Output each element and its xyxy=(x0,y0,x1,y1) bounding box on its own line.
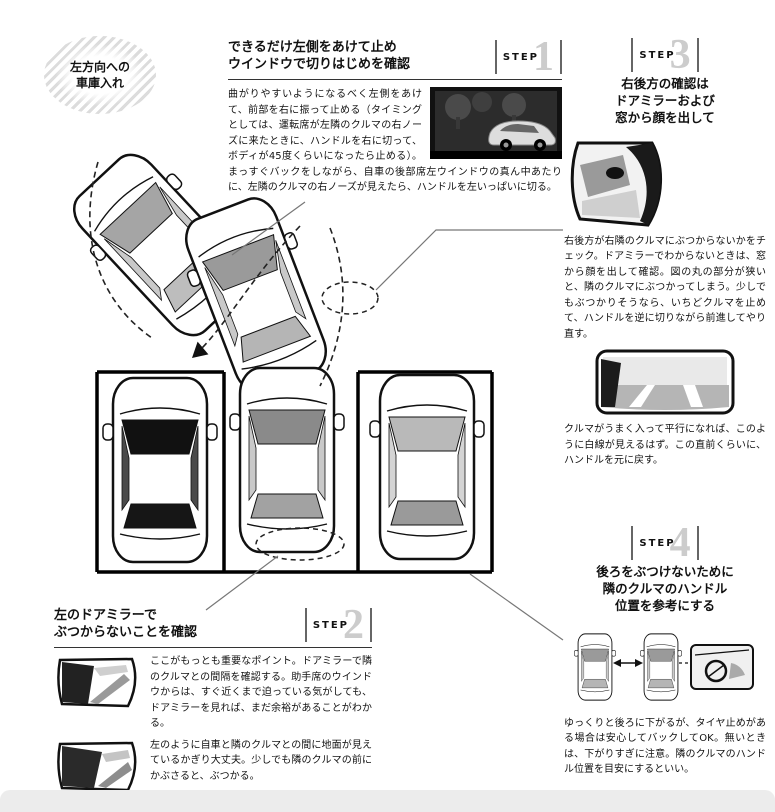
step3-panel: STEP 3 右後方の確認は ドアミラーおよび 窓から顔を出して 右後方が右隣の… xyxy=(564,34,766,476)
step2-body-text-1: ここがもっとも重要なポイント。ドアミラーで隣のクルマとの間隔を確認する。助手席の… xyxy=(150,656,372,729)
step4-panel: STEP 4 後ろをぶつけないために 隣のクルマのハンドル 位置を参考にする ゆ… xyxy=(564,522,766,785)
step2-row-1: ここがもっとも重要なポイント。ドアミラーで隣のクルマとの間隔を確認する。助手席の… xyxy=(54,654,372,732)
leader-lines xyxy=(205,201,564,641)
step1-title: できるだけ左側をあけて止め ウインドウで切りはじめを確認 xyxy=(228,40,410,74)
parking-stall-lines xyxy=(95,370,494,574)
step4-word: STEP xyxy=(639,537,676,549)
step1-title-line1: できるだけ左側をあけて止め xyxy=(228,40,397,56)
bottom-strip xyxy=(0,790,775,812)
maneuver-type-badge: 左方向への 車庫入れ xyxy=(44,36,156,114)
parked-car-right-neighbor xyxy=(368,373,486,561)
step2-number: 2 xyxy=(343,602,364,648)
step1-panel: できるだけ左側をあけて止め ウインドウで切りはじめを確認 STEP 1 xyxy=(228,36,562,203)
step2-body-text-2: 左のように自車と隣のクルマとの間に地面が見えているかぎり大丈夫。少しでも隣のクル… xyxy=(150,739,372,782)
step4-title: 後ろをぶつけないために 隣のクルマのハンドル 位置を参考にする xyxy=(564,564,766,615)
step4-title-line1: 後ろをぶつけないために xyxy=(596,564,734,579)
step1-header: できるだけ左側をあけて止め ウインドウで切りはじめを確認 STEP 1 xyxy=(228,36,562,80)
step3-body-text-2: クルマがうまく入って平行になれば、このように白線が見えるはず。この直前くらいに、… xyxy=(564,424,766,467)
step4-number: 4 xyxy=(669,520,691,566)
step2-mirror-image-2 xyxy=(57,741,137,791)
step4-title-line3: 位置を参考にする xyxy=(614,597,716,613)
step2-title-line1: 左のドアミラーで xyxy=(54,608,157,624)
step4-marker: STEP 4 xyxy=(631,522,699,564)
step1-word: STEP xyxy=(502,51,539,63)
step1-marker: STEP 1 xyxy=(494,36,562,78)
badge-line2: 車庫入れ xyxy=(75,76,124,90)
step1-body-text: 曲がりやすいようになるべく左側をあけて、前部を右に振って止める（タイミングとして… xyxy=(228,89,562,193)
parked-car-left-neighbor xyxy=(101,376,219,564)
step1-number: 1 xyxy=(533,34,554,80)
step3-number: 3 xyxy=(669,32,691,78)
step2-mirror-image-1 xyxy=(57,657,137,708)
step3-door-mirror-image xyxy=(570,141,662,227)
step3-white-lines-mirror-image xyxy=(595,349,735,415)
step3-marker: STEP 3 xyxy=(631,34,699,76)
step2-word: STEP xyxy=(312,619,349,631)
step1-title-line2: ウインドウで切りはじめを確認 xyxy=(228,57,411,72)
car-position-3-backing-in xyxy=(228,366,346,554)
step3-body-text-1: 右後方が右隣のクルマにぶつからないかをチェック。ドアミラーでわからないときは、窓… xyxy=(564,235,766,340)
step3-title-line1: 右後方の確認は xyxy=(621,76,709,91)
step2-marker: STEP 2 xyxy=(304,604,372,646)
step4-title-line2: 隣のクルマのハンドル xyxy=(602,580,728,596)
step3-title: 右後方の確認は ドアミラーおよび 窓から顔を出して xyxy=(564,76,766,127)
step3-word: STEP xyxy=(639,49,676,61)
step1-window-view-image xyxy=(430,87,562,159)
step2-row-2: 左のように自車と隣のクルマとの間に地面が見えているかぎり大丈夫。少しでも隣のクル… xyxy=(54,738,372,794)
step2-title: 左のドアミラーで ぶつからないことを確認 xyxy=(54,608,197,642)
step2-title-line2: ぶつからないことを確認 xyxy=(54,625,198,640)
gap-attention-circle xyxy=(321,281,379,315)
step4-body-text: ゆっくりと後ろに下がるが、タイヤ止めがある場合は安心してバックしてOK。無いとき… xyxy=(564,717,766,776)
step2-header: 左のドアミラーで ぶつからないことを確認 STEP 2 xyxy=(54,604,372,648)
motion-path-dashed xyxy=(89,161,344,387)
step3-title-line3: 窓から顔を出して xyxy=(615,109,715,125)
badge-line1: 左方向への xyxy=(69,59,130,74)
step1-body-block: 曲がりやすいようになるべく左側をあけて、前部を右に振って止める（タイミングとして… xyxy=(228,87,562,203)
step2-panel: 左のドアミラーで ぶつからないことを確認 STEP 2 ここがもっとも重要なポイ… xyxy=(54,604,372,800)
step3-title-line2: ドアミラーおよび xyxy=(615,92,715,108)
motion-arrowhead xyxy=(192,341,209,358)
step4-handle-position-image xyxy=(574,633,754,701)
rear-attention-circle xyxy=(255,527,345,561)
